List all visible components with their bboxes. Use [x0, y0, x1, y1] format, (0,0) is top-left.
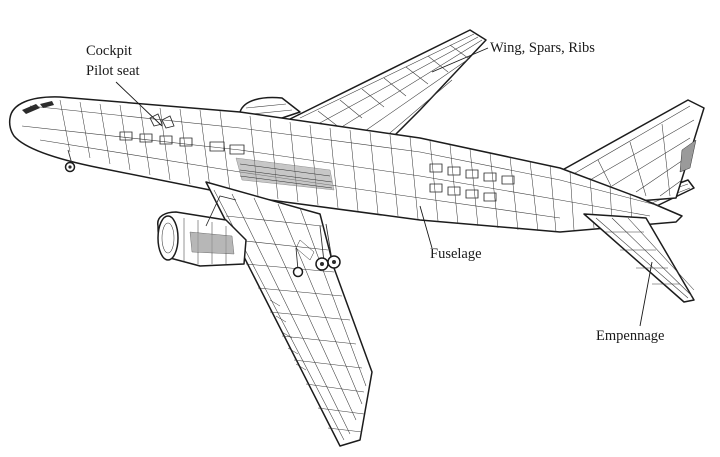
label-pilot-seat: Pilot seat [86, 63, 140, 79]
labels: Cockpit Pilot seat Wing, Spars, Ribs Fus… [86, 40, 664, 344]
label-cockpit: Cockpit [86, 43, 132, 59]
near-engine [157, 195, 247, 267]
fuselage-leader [419, 205, 433, 249]
leader-lines [115, 47, 653, 327]
fuselage [8, 96, 683, 233]
near-horizontal-stabilizer [583, 213, 695, 303]
label-fuselage: Fuselage [430, 246, 482, 262]
near-wing [205, 181, 373, 447]
label-empennage: Empennage [596, 328, 664, 344]
label-wing-spars-ribs: Wing, Spars, Ribs [490, 40, 595, 56]
far-wing [239, 29, 487, 139]
cockpit-leader [115, 81, 163, 127]
empennage-leader [639, 261, 653, 327]
wing-leader [431, 47, 489, 73]
